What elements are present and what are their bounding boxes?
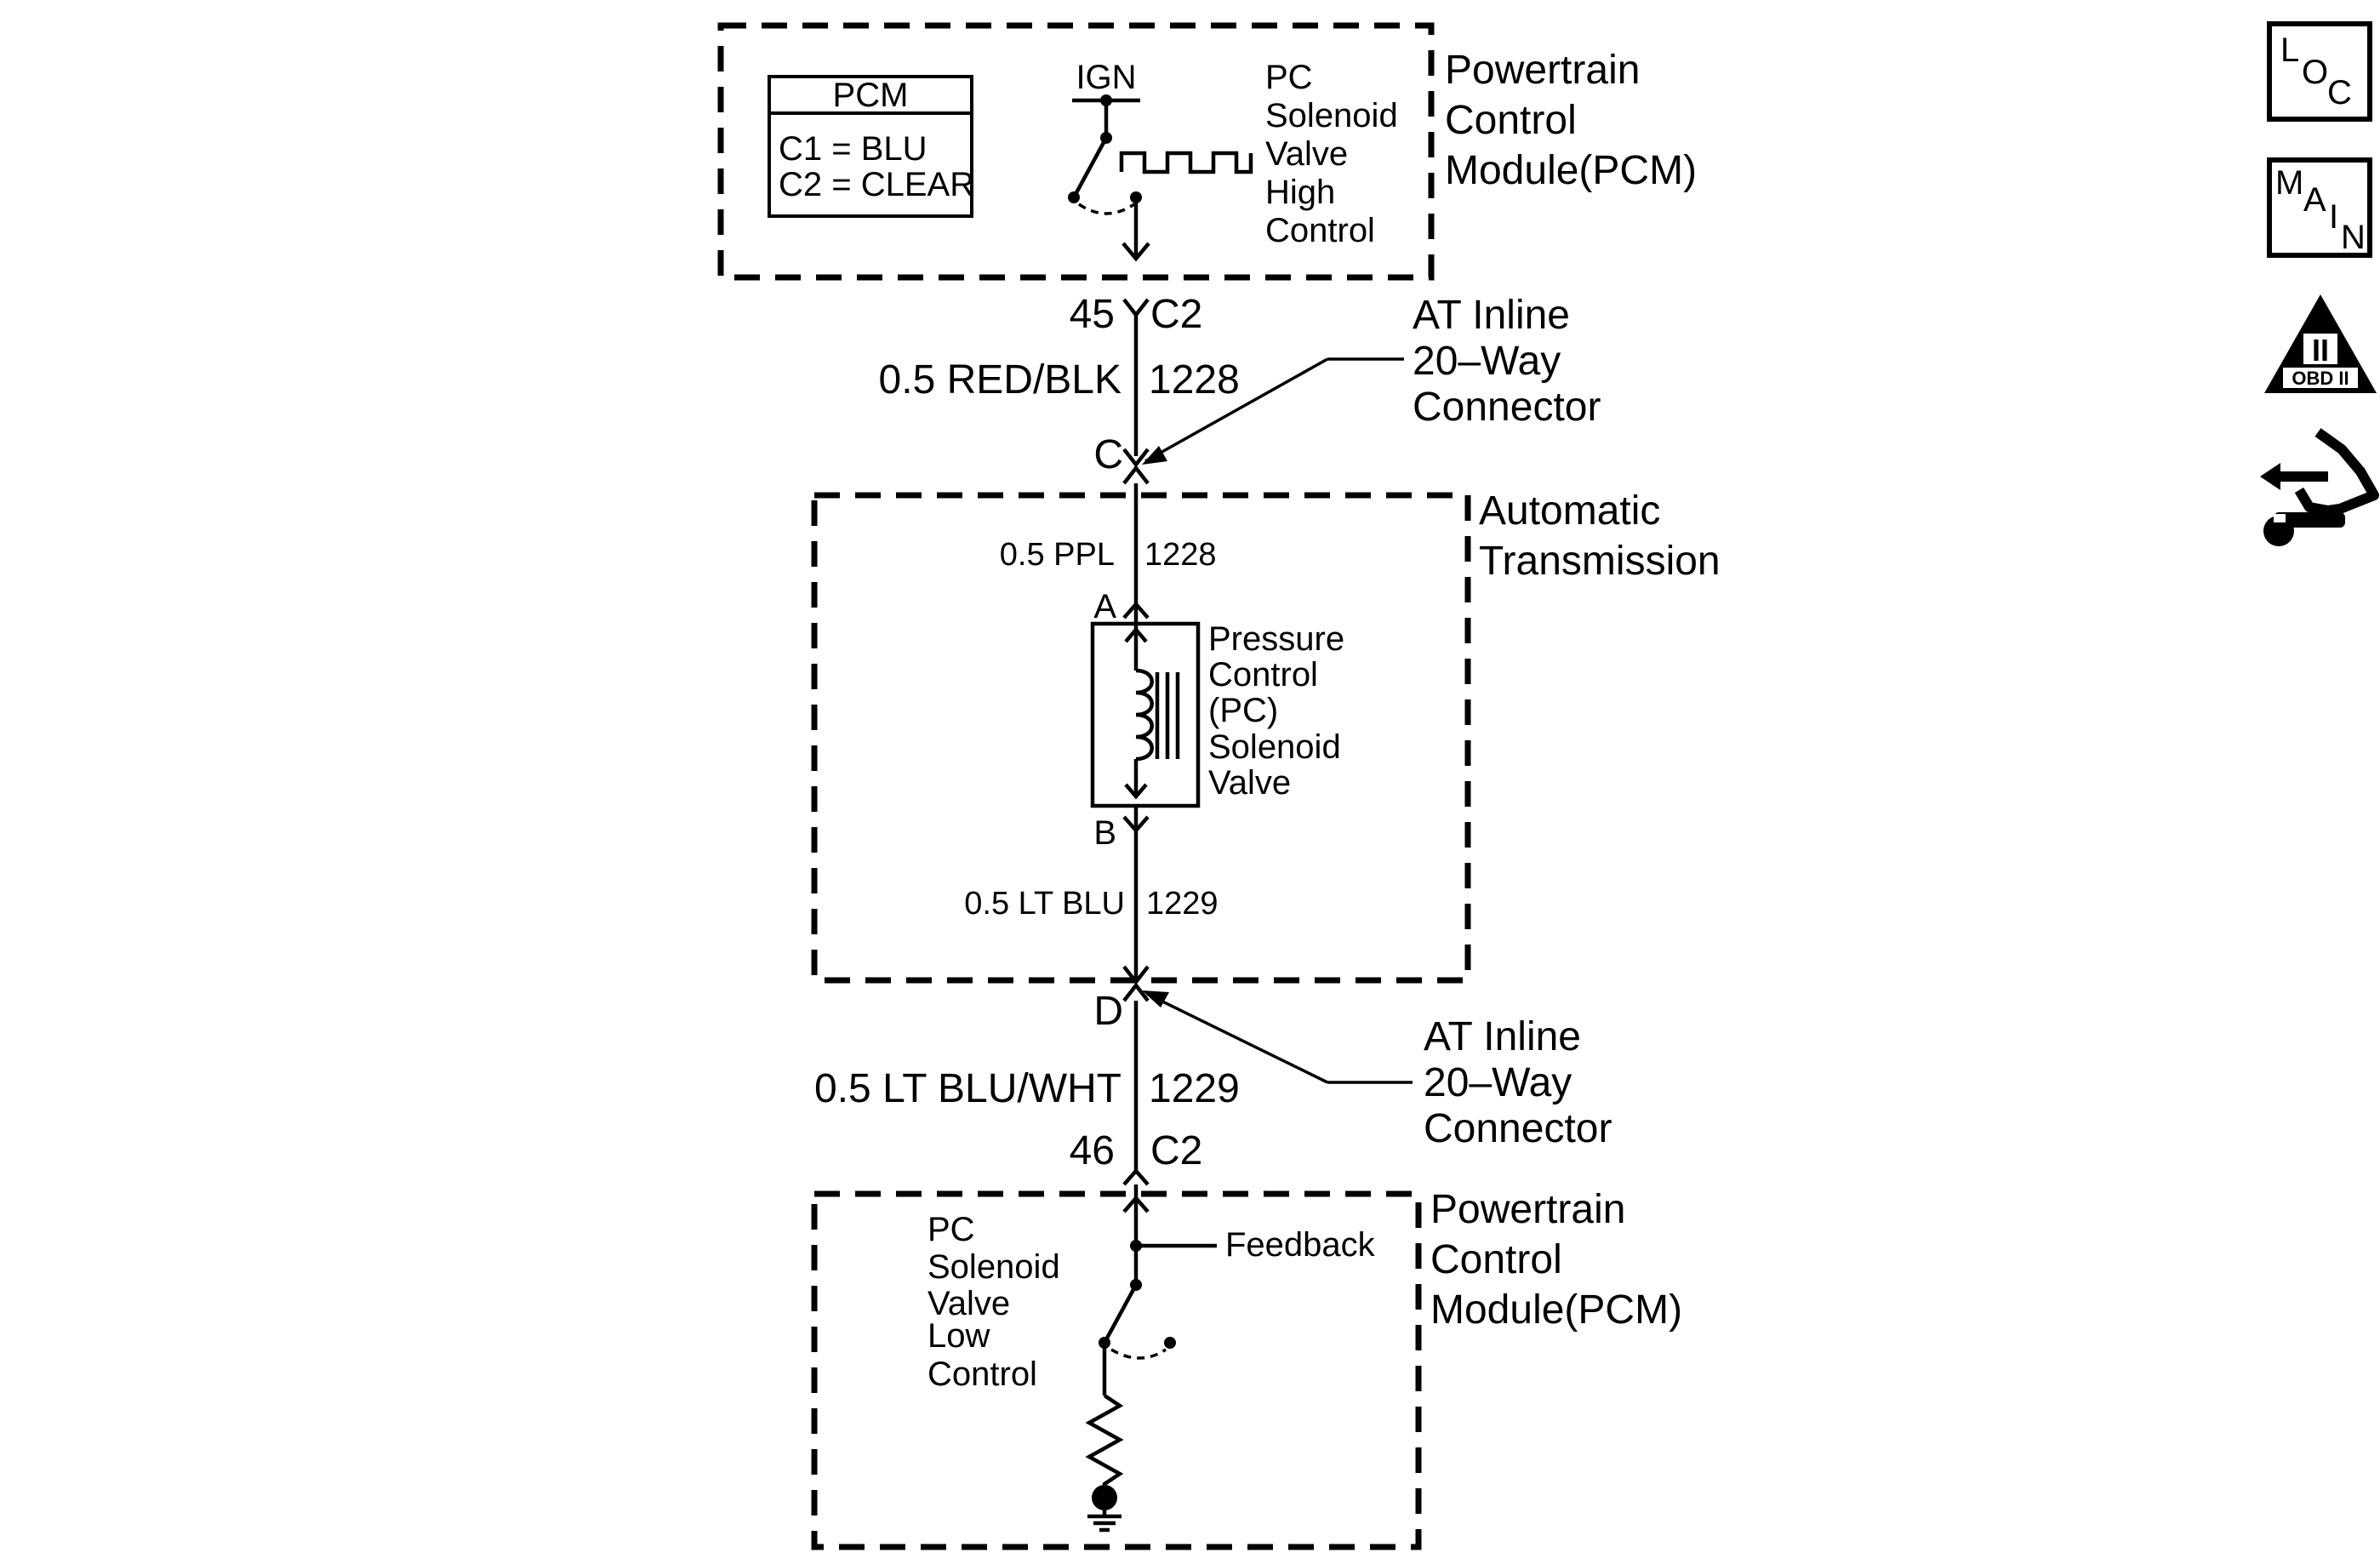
high-control-label-1: PC	[1265, 59, 1313, 96]
diagnostic-wrench-icon[interactable]	[2260, 428, 2379, 546]
wire-lower-color: 0.5 LT BLU/WHT	[814, 1066, 1122, 1111]
svg-text:N: N	[2341, 219, 2366, 256]
pin-46-label: 46	[1070, 1128, 1115, 1173]
inline-top-label-2: 20–Way	[1413, 339, 1561, 384]
low-control-label-2: Solenoid	[927, 1248, 1060, 1286]
svg-text:C: C	[2327, 74, 2352, 111]
feedback-label: Feedback	[1225, 1226, 1376, 1264]
low-control-label-1: PC	[927, 1211, 975, 1248]
pressure-control-solenoid-icon	[1090, 621, 1201, 808]
inline-top-label-1: AT Inline	[1413, 293, 1570, 338]
low-control-label-4: Low	[927, 1317, 990, 1355]
wire-lower-circuit: 1229	[1149, 1066, 1240, 1111]
resistor-icon	[1085, 1394, 1124, 1491]
wire-in-color: 0.5 PPL	[1000, 537, 1115, 573]
high-control-label-3: Valve	[1265, 135, 1348, 173]
solenoid-label-1: Pressure	[1208, 620, 1344, 658]
svg-text:I: I	[2329, 198, 2338, 236]
svg-text:O: O	[2302, 54, 2328, 91]
high-control-label-5: Control	[1265, 212, 1375, 249]
high-control-label-4: High	[1265, 174, 1335, 211]
ground-icon	[1087, 1510, 1122, 1533]
wire-upper-color: 0.5 RED/BLK	[879, 357, 1122, 402]
pin-a-label: A	[1093, 588, 1116, 625]
pcm-legend-line-2: C2 = CLEAR	[779, 166, 974, 203]
connector-c2-bottom-label: C2	[1150, 1128, 1202, 1173]
loc-icon[interactable]: L O C	[2267, 21, 2372, 122]
inline-bottom-label-1: AT Inline	[1424, 1014, 1581, 1059]
pcm-top-title-3: Module(PCM)	[1445, 148, 1697, 193]
inline-bottom-label-2: 20–Way	[1424, 1060, 1572, 1105]
pcm-legend-line-1: C1 = BLU	[779, 130, 927, 168]
wire-out-color: 0.5 LT BLU	[964, 886, 1125, 922]
wire-1229-lower: 0.5 LT BLU/WHT 1229	[814, 1001, 1240, 1174]
pcm-top-title-1: Powertrain	[1445, 48, 1640, 93]
high-control-label-2: Solenoid	[1265, 97, 1398, 134]
low-control-switch: Feedback	[1085, 1184, 1376, 1533]
wire-upper-circuit: 1228	[1149, 357, 1240, 402]
inline-bottom-label-3: Connector	[1424, 1106, 1612, 1151]
pcm-connector-legend: PCM C1 = BLU C2 = CLEAR	[768, 75, 974, 218]
wire-in-circuit: 1228	[1144, 537, 1217, 573]
square-wave-icon	[1119, 151, 1253, 174]
pin-c-label: C	[1093, 432, 1123, 477]
pcm-top-module: PCM C1 = BLU C2 = CLEAR IGN PC Solenoid …	[717, 22, 1697, 281]
high-control-switch: IGN PC Solenoid Valve High Control	[1068, 59, 1398, 262]
inline-connector-c: C AT Inline 20–Way Connector	[1093, 293, 1601, 485]
ign-label: IGN	[1076, 59, 1136, 96]
main-icon[interactable]: M A I N	[2267, 157, 2372, 258]
wire-1228-upper: 0.5 RED/BLK 1228	[879, 315, 1240, 456]
solenoid-label-4: Solenoid	[1208, 728, 1341, 766]
automatic-transmission-module: Automatic Transmission 0.5 PPL 1228 A Pr…	[811, 483, 1721, 984]
pcm-bottom-title-2: Control	[1430, 1237, 1562, 1282]
svg-text:OBD II: OBD II	[2292, 368, 2349, 389]
pcm-top-title-2: Control	[1445, 98, 1577, 143]
pin-b-label: B	[1093, 814, 1116, 852]
pin-d-label: D	[1093, 989, 1123, 1034]
transmission-title-1: Automatic	[1479, 488, 1660, 534]
obd-ii-icon[interactable]: II OBD II	[2264, 294, 2377, 393]
solenoid-label-3: (PC)	[1208, 692, 1278, 729]
wire-out-circuit: 1229	[1146, 886, 1219, 922]
svg-text:L: L	[2280, 31, 2299, 69]
svg-text:II: II	[2312, 333, 2329, 368]
pcm-bottom-pin-46: 46 C2	[1070, 1128, 1202, 1186]
low-control-label-3: Valve	[927, 1285, 1010, 1322]
pcm-bottom-title-3: Module(PCM)	[1430, 1287, 1682, 1333]
inline-connector-d: D AT Inline 20–Way Connector	[1093, 965, 1612, 1151]
pcm-top-pin-45: 45 C2	[1070, 292, 1203, 337]
connector-c2-top-label: C2	[1150, 292, 1202, 337]
solenoid-label-5: Valve	[1208, 764, 1291, 802]
low-control-label-5: Control	[927, 1356, 1037, 1393]
pin-45-label: 45	[1070, 292, 1115, 337]
transmission-title-2: Transmission	[1479, 539, 1721, 584]
pcm-bottom-module: Powertrain Control Module(PCM) Feedback	[811, 1184, 1682, 1550]
svg-text:A: A	[2303, 181, 2326, 219]
pcm-legend-header: PCM	[833, 77, 909, 114]
inline-top-label-3: Connector	[1413, 385, 1601, 430]
solenoid-label-2: Control	[1208, 656, 1318, 694]
svg-text:M: M	[2275, 164, 2303, 202]
pcm-bottom-title-1: Powertrain	[1430, 1187, 1625, 1232]
